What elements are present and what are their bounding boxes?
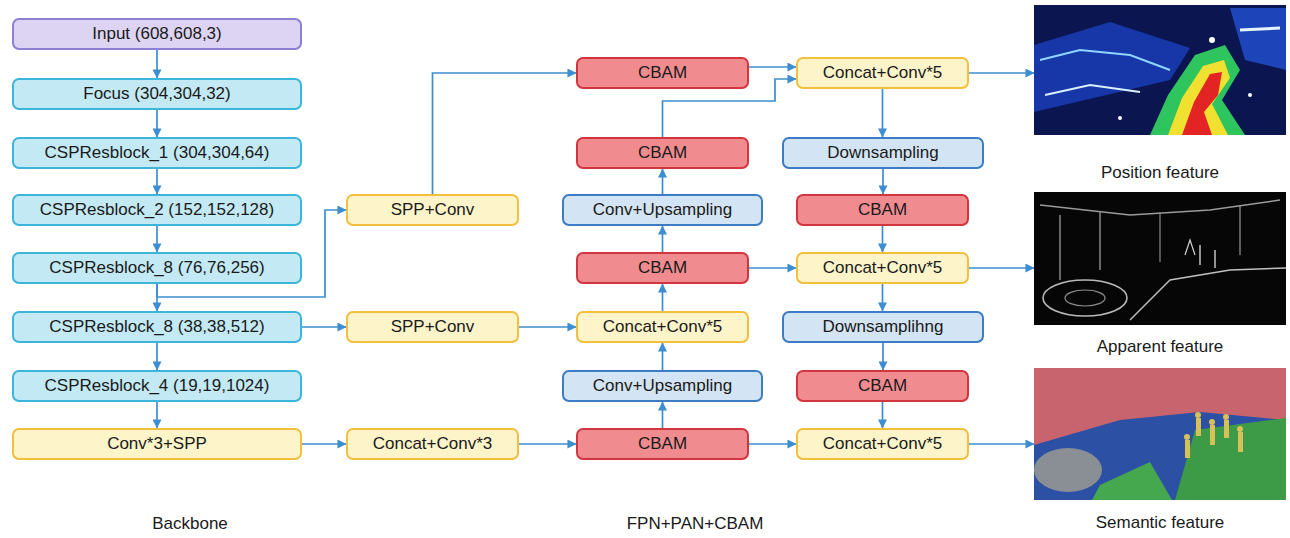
flow-arrow [882,343,884,370]
block-label: Conv*3+SPP [107,434,207,454]
flow-arrow [662,402,664,428]
backbone-block: CSPResblock_8 (76,76,256) [12,252,302,284]
cbam-box: CBAM [576,57,749,89]
semantic-segmentation [1034,368,1286,500]
flow-arrow [662,226,664,252]
flow-arrow [156,402,158,428]
cbam-box: CBAM [576,137,749,169]
flow-arrow [969,267,1034,269]
position-heatmap [1034,5,1286,135]
flow-arrow [882,89,884,137]
flow-arrow [156,169,158,194]
backbone-block: CSPResblock_2 (152,152,128) [12,194,302,226]
flow-arrow [882,226,884,252]
block-label: CBAM [638,143,687,163]
flow-arrow [156,343,158,370]
feature-caption: Apparent feature [1097,337,1224,357]
apparent-edges [1034,192,1286,325]
block-label: SPP+Conv [391,200,475,220]
block-label: CSPResblock_8 (76,76,256) [49,258,264,278]
block-label: CBAM [858,376,907,396]
feature-panel: Position feature [1034,5,1286,183]
backbone-block: Focus (304,304,32) [12,78,302,110]
cbam-box: CBAM [796,194,969,226]
input-box: Input (608,608,3) [12,18,302,50]
block-label: Concat+Conv*5 [823,63,943,83]
flow-arrow [302,443,346,445]
flow-arrow [749,66,796,68]
flow-arrow [156,226,158,252]
sampling-box: Conv+Upsampling [562,194,763,226]
feature-caption: Position feature [1101,163,1219,183]
block-label: Downsamplihng [823,317,944,337]
feature-panel: Apparent feature [1034,192,1286,357]
flow-arrow [969,443,1034,445]
block-label: Focus (304,304,32) [83,84,230,104]
block-label: CSPResblock_4 (19,19,1024) [45,376,270,396]
block-label: SPP+Conv [391,317,475,337]
section-label: Backbone [152,514,228,534]
flow-arrow [302,326,346,328]
flow-arrow [882,284,884,311]
cbam-box: CBAM [576,428,749,460]
cbam-box: CBAM [796,370,969,402]
flow-arrow [882,402,884,428]
conv-block: Concat+Conv*3 [346,428,519,460]
flow-arrow [662,343,664,370]
block-label: CBAM [638,63,687,83]
flow-arrow [749,267,796,269]
flow-arrow [519,326,576,328]
block-label: CSPResblock_2 (152,152,128) [40,200,274,220]
sampling-box: Downsamplihng [782,311,984,343]
block-label: Concat+Conv*3 [373,434,493,454]
backbone-block: CSPResblock_1 (304,304,64) [12,137,302,169]
block-label: Concat+Conv*5 [603,317,723,337]
flow-arrow [662,284,664,311]
conv-block: Concat+Conv*5 [796,57,969,89]
block-label: CSPResblock_1 (304,304,64) [45,143,270,163]
flow-arrow [519,443,576,445]
backbone-block: CSPResblock_4 (19,19,1024) [12,370,302,402]
backbone-block: CSPResblock_8 (38,38,512) [12,311,302,343]
flow-arrow [433,73,577,194]
sampling-box: Downsampling [782,137,984,169]
feature-caption: Semantic feature [1096,513,1225,533]
flow-arrow [749,443,796,445]
block-label: Conv+Upsampling [593,376,732,396]
flow-arrow [882,169,884,194]
block-label: CBAM [638,434,687,454]
conv-block: Concat+Conv*5 [796,252,969,284]
flow-arrow [156,110,158,137]
conv-block: Concat+Conv*5 [796,428,969,460]
block-label: Input (608,608,3) [92,24,221,44]
conv-block: Concat+Conv*5 [576,311,749,343]
block-label: Conv+Upsampling [593,200,732,220]
block-label: CBAM [858,200,907,220]
section-label: FPN+PAN+CBAM [627,514,764,534]
sampling-box: Conv+Upsampling [562,370,763,402]
flow-arrow [156,50,158,78]
conv-block: Conv*3+SPP [12,428,302,460]
conv-block: SPP+Conv [346,194,519,226]
block-label: Downsampling [827,143,939,163]
block-label: CSPResblock_8 (38,38,512) [49,317,264,337]
feature-panel: Semantic feature [1034,368,1286,533]
flow-arrow [969,72,1034,74]
cbam-box: CBAM [576,252,749,284]
flow-arrow [662,169,664,194]
block-label: Concat+Conv*5 [823,434,943,454]
conv-block: SPP+Conv [346,311,519,343]
block-label: CBAM [638,258,687,278]
block-label: Concat+Conv*5 [823,258,943,278]
